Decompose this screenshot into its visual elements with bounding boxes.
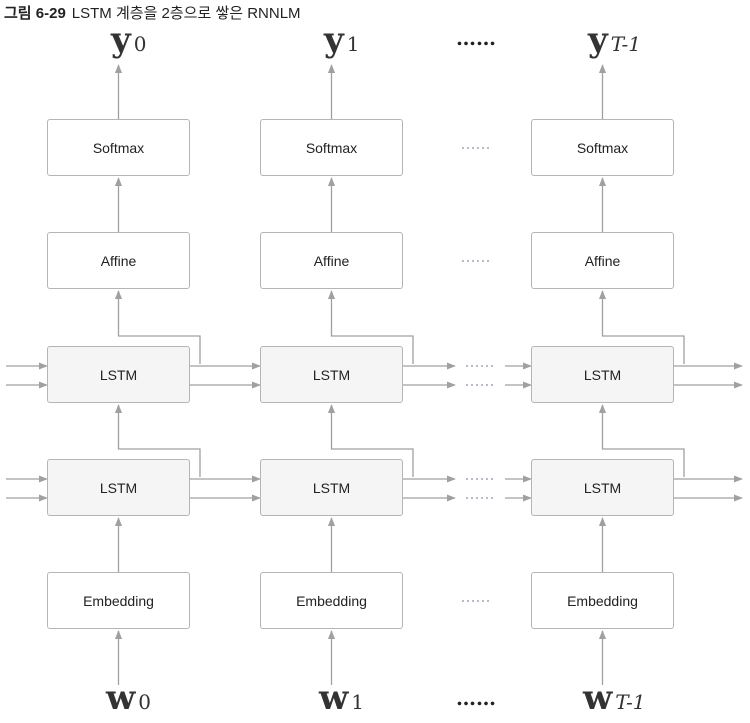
affine-label: Affine (584, 252, 621, 269)
embedding-box-col2: Embedding (531, 572, 674, 629)
lstm-lower-label: LSTM (583, 479, 622, 496)
output-symbol-col0-subscript: 0 (133, 32, 147, 56)
softmax-box-col0: Softmax (47, 119, 190, 176)
affine-label: Affine (313, 252, 350, 269)
output-symbol-col2-base: y (588, 20, 608, 60)
input-symbol-col1-subscript: 1 (351, 690, 365, 714)
lstm-upper-box-col0: LSTM (47, 346, 190, 403)
output-ellipsis: …… (456, 26, 496, 50)
figure-caption: 그림 6-29 LSTM 계층을 2층으로 쌓은 RNNLM (4, 2, 301, 23)
softmax-label: Softmax (576, 139, 629, 156)
lstm-to-affine-arrow (114, 290, 201, 364)
figure-number: 그림 6-29 (4, 5, 66, 22)
embedding-label: Embedding (567, 592, 638, 609)
input-symbol-col0-base: w (106, 678, 136, 718)
embedding-label: Embedding (83, 592, 154, 609)
affine-box-col0: Affine (47, 232, 190, 289)
affine-label: Affine (100, 252, 137, 269)
affine-box-col2: Affine (531, 232, 674, 289)
lstm-lower-label: LSTM (99, 479, 138, 496)
output-symbol-col1-base: y (324, 20, 344, 60)
lstm-lower-label: LSTM (312, 479, 351, 496)
lstm-to-lstm-arrow (327, 404, 414, 477)
affine-box-col1: Affine (260, 232, 403, 289)
softmax-box-col2: Softmax (531, 119, 674, 176)
lstm-to-affine-arrow (327, 290, 414, 364)
softmax-label: Softmax (92, 139, 145, 156)
lstm-upper-box-col1: LSTM (260, 346, 403, 403)
lstm-to-affine-arrow (598, 290, 685, 364)
input-symbol-col1-base: w (319, 678, 349, 718)
lstm-upper-label: LSTM (583, 366, 622, 383)
lstm-lower-box-col0: LSTM (47, 459, 190, 516)
lstm-to-lstm-arrow (114, 404, 201, 477)
embedding-box-col0: Embedding (47, 572, 190, 629)
embedding-label: Embedding (296, 592, 367, 609)
input-symbol-col0-subscript: 0 (138, 690, 152, 714)
input-symbol-col2-subscript: T-1 (615, 690, 646, 714)
lstm-to-lstm-arrow (598, 404, 685, 477)
lstm-upper-label: LSTM (99, 366, 138, 383)
output-symbol-col1-subscript: 1 (346, 32, 360, 56)
lstm-lower-box-col2: LSTM (531, 459, 674, 516)
input-ellipsis: …… (456, 686, 496, 710)
output-symbol-col2-subscript: T-1 (610, 32, 642, 56)
lstm-lower-box-col1: LSTM (260, 459, 403, 516)
input-symbol-col2-base: w (583, 678, 613, 718)
embedding-box-col1: Embedding (260, 572, 403, 629)
softmax-label: Softmax (305, 139, 358, 156)
lstm-upper-label: LSTM (312, 366, 351, 383)
output-symbol-col0-base: y (111, 20, 131, 60)
figure-title: LSTM 계층을 2층으로 쌓은 RNNLM (71, 5, 301, 22)
softmax-box-col1: Softmax (260, 119, 403, 176)
lstm-upper-box-col2: LSTM (531, 346, 674, 403)
